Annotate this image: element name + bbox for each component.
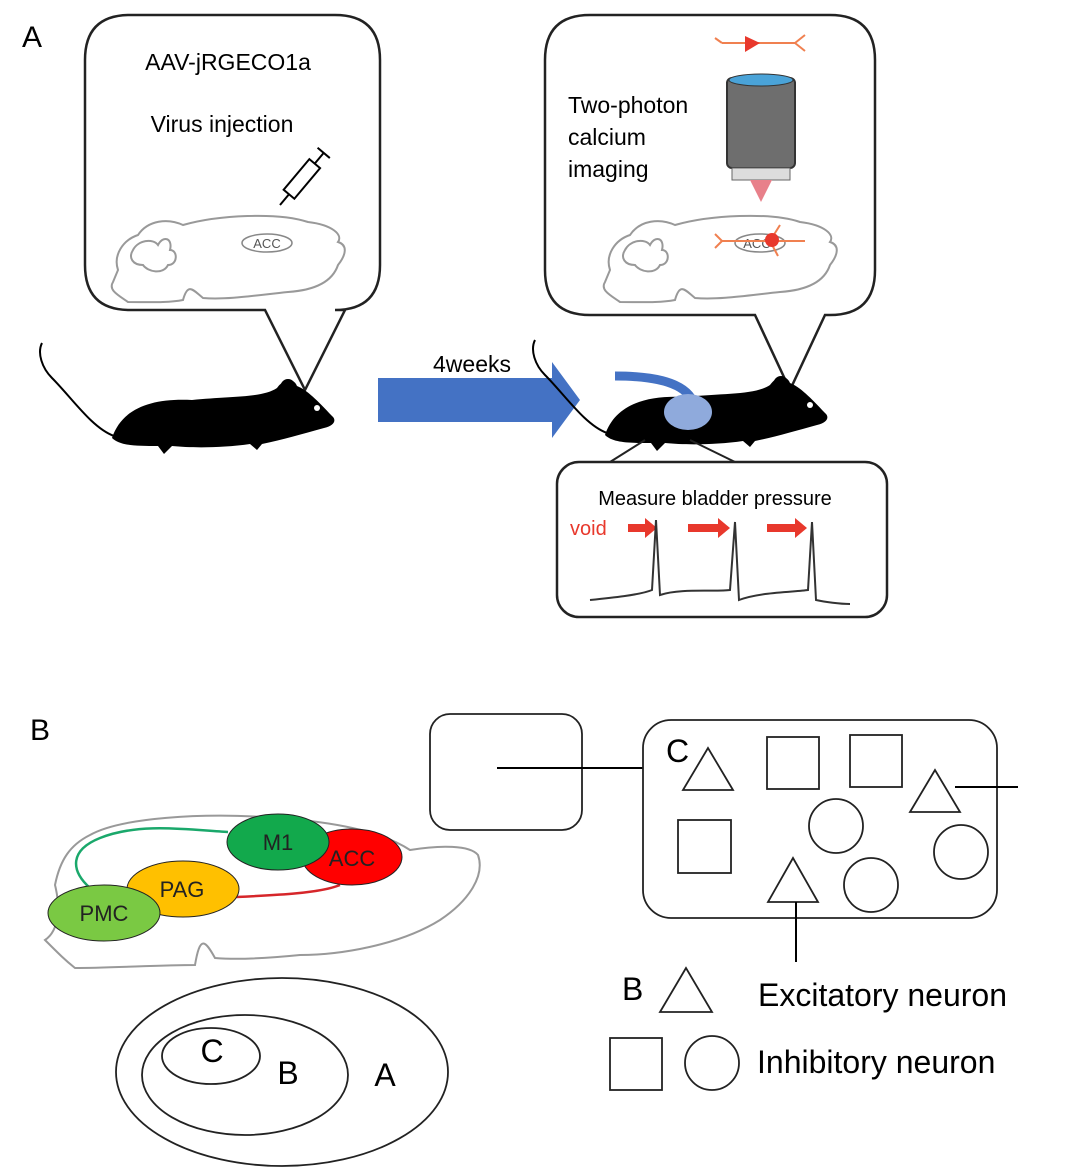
- acc-region: [241, 233, 293, 253]
- square-icon: [609, 1037, 663, 1091]
- excitatory-neuron: [681, 746, 735, 791]
- panel-a-label: A: [22, 21, 42, 54]
- inhibitory-neuron: [933, 824, 989, 880]
- pressure-trace: [589, 519, 851, 605]
- circuit-c-label: C: [666, 733, 689, 769]
- virus-injection-label: Virus injection: [151, 111, 294, 137]
- neurons: [677, 734, 1018, 962]
- void-arrow-icon: [628, 518, 657, 538]
- void-arrow-icon: [767, 518, 807, 538]
- objective-lens-icon: [726, 73, 796, 202]
- virus-name: AAV-jRGECO1a: [145, 49, 311, 75]
- pmc-region: [47, 884, 161, 942]
- four-weeks-arrow: [378, 362, 580, 438]
- brain-circuit: ACC M1 PAG PMC: [43, 813, 481, 970]
- acc-region: [734, 233, 786, 253]
- legend-excitatory: Excitatory neuron: [758, 977, 1007, 1013]
- inhibitory-neuron: [808, 798, 864, 854]
- circle-icon: [684, 1035, 740, 1091]
- imaging-callout: Two-photon calcium imaging ACC: [543, 13, 877, 393]
- imaging-line-2: calcium: [568, 124, 646, 150]
- acc-label: ACC: [329, 846, 376, 871]
- excitatory-neuron: [766, 856, 820, 903]
- imaging-line-3: imaging: [568, 156, 649, 182]
- inhibitory-neuron: [849, 734, 903, 788]
- nested-c-label: C: [200, 1033, 223, 1069]
- void-arrows: [628, 518, 807, 538]
- imaging-line-1: Two-photon: [568, 92, 688, 118]
- pag-label: PAG: [160, 877, 205, 902]
- pmc-label: PMC: [80, 901, 129, 926]
- syringe-icon: [279, 147, 331, 206]
- m1-label: M1: [263, 830, 294, 855]
- panel-b-label: B: [30, 714, 50, 747]
- bladder-title: Measure bladder pressure: [598, 488, 831, 510]
- void-label: void: [570, 518, 607, 540]
- nested-a-label: A: [374, 1057, 396, 1093]
- nested-b-label: B: [277, 1055, 298, 1091]
- excitatory-neuron: [908, 768, 962, 813]
- acc-label: ACC: [743, 236, 770, 251]
- region-box: [429, 713, 583, 831]
- bladder-pressure-box: [555, 460, 889, 619]
- acc-label: ACC: [253, 236, 280, 251]
- legend: B Excitatory neuron Inhibitory neuron: [609, 966, 1007, 1091]
- triangle-icon: [658, 966, 714, 1013]
- void-arrow-icon: [688, 518, 730, 538]
- neuron-icon: [714, 224, 805, 257]
- legend-b-label: B: [622, 971, 643, 1007]
- inhibitory-neuron: [677, 819, 732, 874]
- arrow-label: 4weeks: [433, 351, 511, 377]
- inhibitory-neuron: [843, 857, 899, 913]
- m1-region: [226, 813, 330, 871]
- bladder: [664, 394, 712, 430]
- inhibitory-neuron: [766, 736, 820, 790]
- nested-ellipses: [115, 977, 449, 1167]
- injection-callout: AAV-jRGECO1a Virus injection ACC: [83, 13, 382, 393]
- legend-inhibitory: Inhibitory neuron: [757, 1044, 995, 1080]
- neuron-icon: [714, 34, 806, 52]
